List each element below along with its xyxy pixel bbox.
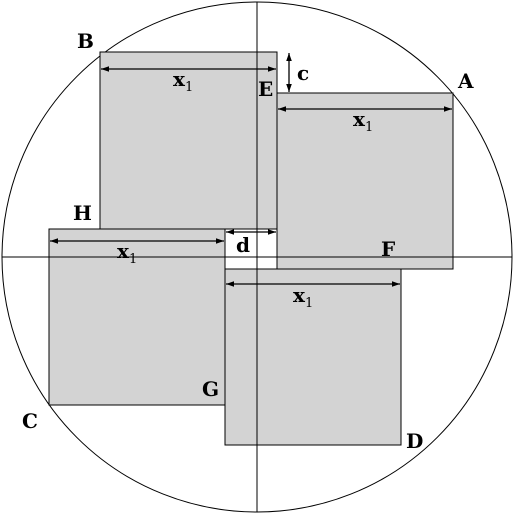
d-label: d	[236, 233, 250, 257]
x1-label-bottom-left-sub: 1	[129, 252, 137, 267]
point-label-F: F	[381, 237, 395, 261]
c-label: c	[297, 61, 309, 85]
x1-label-bottom-left-main: x	[117, 239, 130, 263]
point-label-D: D	[406, 429, 423, 453]
x1-label-bottom-right-main: x	[293, 283, 306, 307]
x1-label-top-left: x1	[173, 67, 193, 95]
x1-label-bottom-right-sub: 1	[305, 296, 313, 311]
square-top-left	[99, 51, 278, 230]
point-label-H: H	[73, 201, 92, 225]
x1-label-top-left-main: x	[173, 67, 186, 91]
point-label-E: E	[258, 77, 273, 101]
square-bottom-right	[224, 268, 402, 446]
x1-label-top-right-main: x	[353, 107, 366, 131]
x1-label-bottom-right: x1	[293, 283, 313, 311]
x1-label-top-right: x1	[353, 107, 373, 135]
point-label-G: G	[202, 377, 219, 401]
x1-label-top-right-sub: 1	[365, 120, 373, 135]
square-top-right	[276, 92, 454, 270]
x1-label-bottom-left: x1	[117, 239, 137, 267]
point-label-B: B	[77, 29, 94, 53]
x1-label-top-left-sub: 1	[185, 80, 193, 95]
point-label-C: C	[22, 409, 38, 433]
point-label-A: A	[457, 69, 474, 93]
